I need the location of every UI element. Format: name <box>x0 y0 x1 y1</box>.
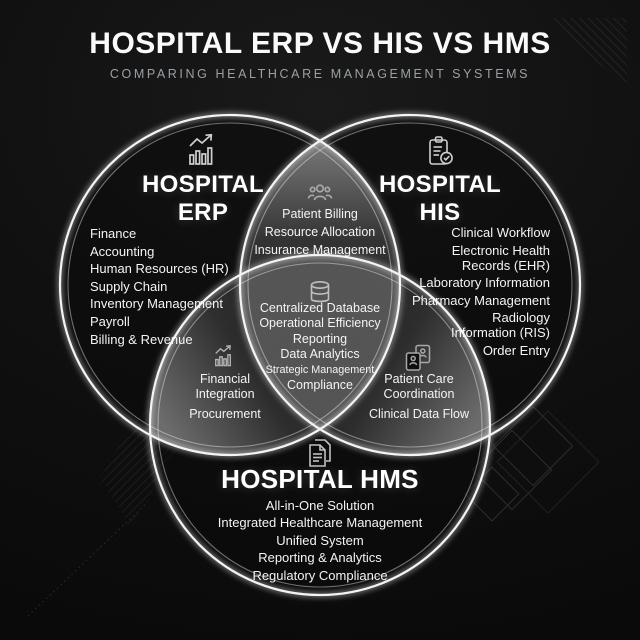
core-feature: Strategic Management <box>265 363 375 376</box>
his-feature: Radiology Information (RIS) <box>451 310 550 340</box>
center-overlap-list: Centralized Database Operational Efficie… <box>240 301 400 393</box>
his-feature-list: Clinical Workflow Electronic Health Reco… <box>406 225 550 360</box>
his-circle <box>238 113 582 457</box>
dotted-line-decoration <box>27 501 149 617</box>
erp-circle <box>58 113 402 457</box>
his-hms-overlap-fill <box>240 255 490 455</box>
core-feature: Centralized Database <box>259 301 381 315</box>
hms-feature-list: All-in-One Solution Integrated Healthcar… <box>170 497 470 584</box>
erp-feature: Payroll <box>90 313 130 329</box>
hms-feature: Integrated Healthcare Management <box>217 515 423 531</box>
overlap-feature: Resource Allocation <box>264 225 376 239</box>
his-feature: Pharmacy Management <box>411 292 550 308</box>
his-circle-title: HOSPITAL HIS <box>379 171 501 226</box>
core-feature: Data Analytics <box>280 347 360 362</box>
core-feature: Reporting <box>292 331 348 346</box>
his-feature: Laboratory Information <box>419 275 550 290</box>
erp-feature: Human Resources (HR) <box>90 261 229 277</box>
his-feature: Electronic Health Records (EHR) <box>451 242 550 273</box>
erp-hms-overlap-list: Financial Integration Procurement <box>163 372 287 422</box>
overlap-feature: Patient Billing <box>282 207 358 221</box>
patient-records-icon <box>402 342 434 379</box>
erp-feature: Supply Chain <box>90 278 168 294</box>
circle-inner-rings <box>67 122 573 588</box>
center-overlap-fill <box>240 255 400 455</box>
page-title: HOSPITAL ERP VS HIS VS HMS <box>89 27 551 60</box>
growth-chart-icon <box>211 344 238 376</box>
erp-feature: Accounting <box>90 243 155 259</box>
overlap-feature: Procurement <box>189 407 261 421</box>
hms-circle-title: HOSPITAL HMS <box>221 464 419 494</box>
hms-feature: Unified System <box>276 532 364 548</box>
growth-chart-icon <box>183 132 223 177</box>
hms-feature: Reporting & Analytics <box>258 550 382 566</box>
team-icon <box>304 177 336 214</box>
his-feature: Order Entry <box>482 342 550 358</box>
page-subtitle: COMPARING HEALTHCARE MANAGEMENT SYSTEMS <box>109 67 531 81</box>
documents-icon <box>302 436 336 475</box>
erp-his-overlap-list: Patient Billing Resource Allocation Insu… <box>245 205 395 259</box>
overlap-feature: Financial Integration <box>195 372 255 401</box>
overlap-feature: Insurance Management <box>254 243 386 257</box>
erp-feature: Billing & Revenue <box>90 331 193 347</box>
his-feature: Clinical Workflow <box>451 225 550 240</box>
overlap-feature: Patient Care Coordination <box>383 372 455 401</box>
erp-feature: Inventory Management <box>90 296 223 312</box>
core-feature: Operational Efficiency <box>259 316 381 331</box>
hms-feature: All-in-One Solution <box>265 498 375 513</box>
hms-circle <box>148 253 492 597</box>
his-hms-overlap-list: Patient Care Coordination Clinical Data … <box>356 372 482 422</box>
hms-feature: Regulatory Compliance <box>252 567 388 583</box>
erp-circle-title: HOSPITAL ERP <box>142 171 264 226</box>
clipboard-check-icon <box>421 133 461 178</box>
core-feature: Compliance <box>286 378 353 393</box>
erp-feature: Finance <box>90 226 137 241</box>
database-icon <box>306 278 334 311</box>
overlap-feature: Clinical Data Flow <box>368 407 470 421</box>
erp-feature-list: Finance Accounting Human Resources (HR) … <box>90 225 280 348</box>
